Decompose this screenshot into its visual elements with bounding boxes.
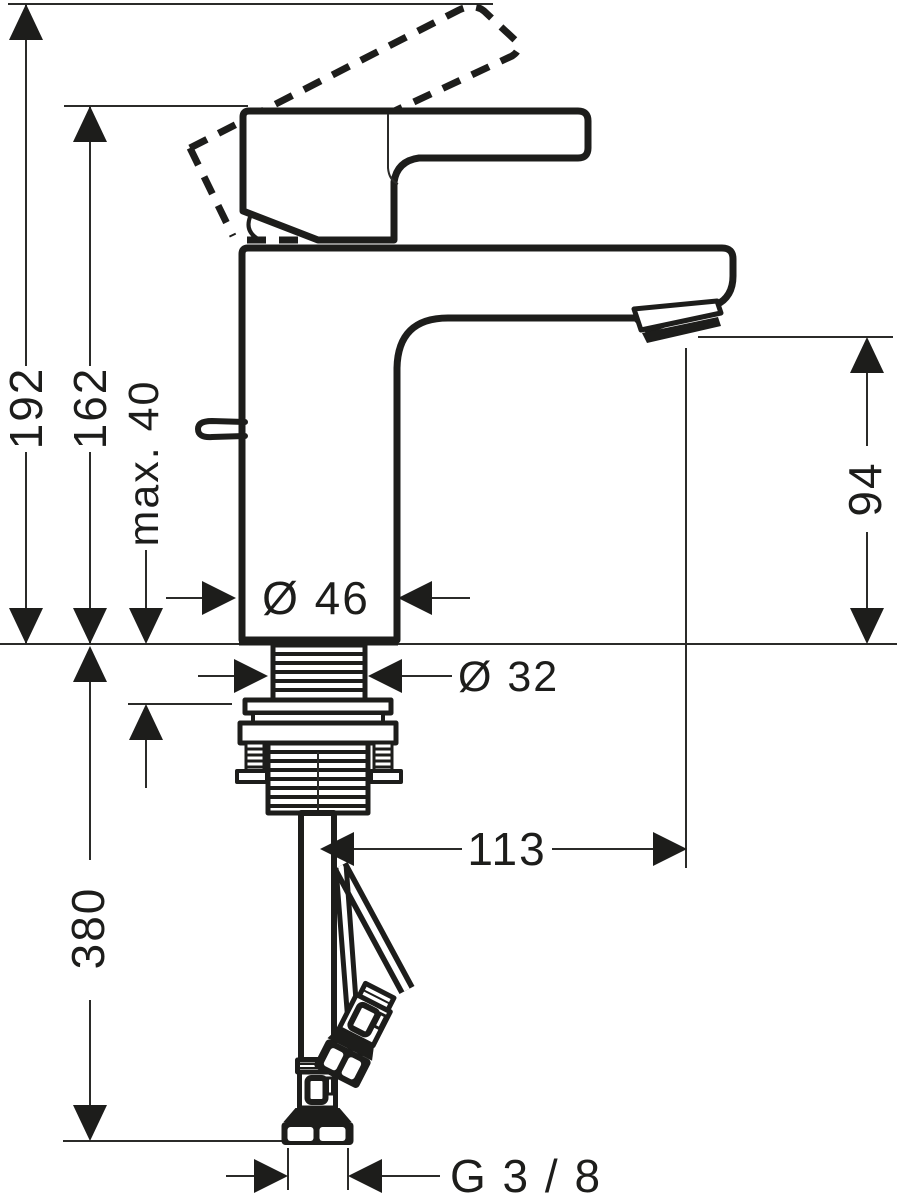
arrowhead-right-icon bbox=[653, 832, 687, 866]
arrowhead-left-icon bbox=[368, 659, 402, 693]
stud-left-threads bbox=[246, 747, 264, 769]
connector2-nut-slot bbox=[372, 1011, 388, 1031]
stud-left-foot bbox=[235, 769, 269, 784]
arrowhead-right-icon bbox=[234, 659, 268, 693]
arrowhead-down-icon bbox=[73, 1105, 107, 1141]
dimension-thread-g38: G 3 / 8 bbox=[226, 1150, 602, 1200]
dashed-handle-top-edge bbox=[188, 3, 522, 152]
connector2-flare bbox=[327, 1027, 374, 1061]
arrowhead-up-icon bbox=[850, 337, 884, 373]
dim-162-label: 162 bbox=[64, 367, 116, 450]
connector-flare bbox=[283, 1108, 352, 1122]
handle-raised-dashed-outline bbox=[186, 3, 522, 244]
arrowhead-left-icon bbox=[320, 832, 354, 866]
arrowhead-down-icon bbox=[73, 608, 107, 644]
arrowhead-right-icon bbox=[202, 581, 236, 615]
dim-113-label: 113 bbox=[467, 823, 546, 875]
dim-d46-label: Ø 46 bbox=[262, 572, 370, 624]
stud-right-threads bbox=[374, 747, 392, 769]
shank-upper-threads bbox=[273, 652, 365, 692]
arrowhead-left-icon bbox=[398, 581, 432, 615]
dimension-overall-height-192: 192 bbox=[0, 4, 52, 644]
dimension-handle-height-162: 162 bbox=[64, 106, 116, 644]
handle-pivot-arc bbox=[246, 216, 263, 243]
aerator-face bbox=[642, 317, 721, 343]
supply-pipe bbox=[298, 810, 337, 1063]
handle-lever bbox=[239, 107, 592, 244]
arrowhead-up-icon bbox=[129, 704, 163, 740]
pull-rod-knob bbox=[195, 418, 248, 441]
dim-192-label: 192 bbox=[0, 367, 52, 450]
connector2-nut-window bbox=[347, 1001, 381, 1038]
stud-right-foot bbox=[369, 769, 403, 784]
arrowhead-up-icon bbox=[73, 646, 107, 682]
dimension-hose-length-380: 380 bbox=[62, 646, 114, 1141]
dashed-handle-left-edge bbox=[186, 146, 237, 238]
dim-94-label: 94 bbox=[839, 461, 891, 516]
dim-380-label: 380 bbox=[62, 887, 114, 970]
dim-g38-label: G 3 / 8 bbox=[450, 1150, 602, 1200]
dimension-shank-diameter-32: Ø 32 bbox=[198, 653, 559, 701]
connector2-cap-window-left bbox=[323, 1048, 344, 1071]
body-outline bbox=[238, 244, 737, 644]
arrowhead-right-icon bbox=[254, 1159, 288, 1193]
faucet-body bbox=[195, 107, 737, 646]
arrowhead-down-icon bbox=[129, 608, 163, 644]
dim-max40-label: max. 40 bbox=[120, 380, 168, 547]
connector-nut-slot bbox=[326, 1076, 334, 1096]
arrowhead-left-icon bbox=[348, 1159, 382, 1193]
dimension-spout-reach-113: 113 bbox=[320, 823, 687, 875]
arrowhead-up-icon bbox=[9, 4, 43, 40]
connector2-collar-line bbox=[361, 988, 392, 1006]
connector-nut-window bbox=[304, 1075, 329, 1105]
dimension-outlet-height-94: 94 bbox=[839, 337, 891, 644]
dimension-base-diameter-46: Ø 46 bbox=[166, 572, 470, 624]
dim-d32-label: Ø 32 bbox=[458, 653, 559, 701]
dimension-max-deck-40: max. 40 bbox=[120, 380, 168, 788]
mounting-hardware bbox=[235, 642, 403, 868]
arrowhead-down-icon bbox=[850, 608, 884, 644]
connector-cap-window-right bbox=[319, 1127, 346, 1141]
connector2-cap-window-right bbox=[341, 1057, 362, 1080]
hose-angled-core bbox=[337, 864, 410, 992]
handle-divider-line bbox=[387, 114, 399, 185]
reference-lines bbox=[0, 3, 897, 1190]
connector-cap-window-left bbox=[287, 1127, 314, 1141]
connector2-cap bbox=[314, 1039, 371, 1088]
arrowhead-down-icon bbox=[9, 608, 43, 644]
arrowhead-up-icon bbox=[73, 106, 107, 142]
mounting-nut bbox=[237, 720, 399, 746]
aerator-housing bbox=[631, 298, 724, 333]
supply-hoses bbox=[281, 810, 415, 1145]
hose-connector-angled bbox=[314, 980, 397, 1088]
